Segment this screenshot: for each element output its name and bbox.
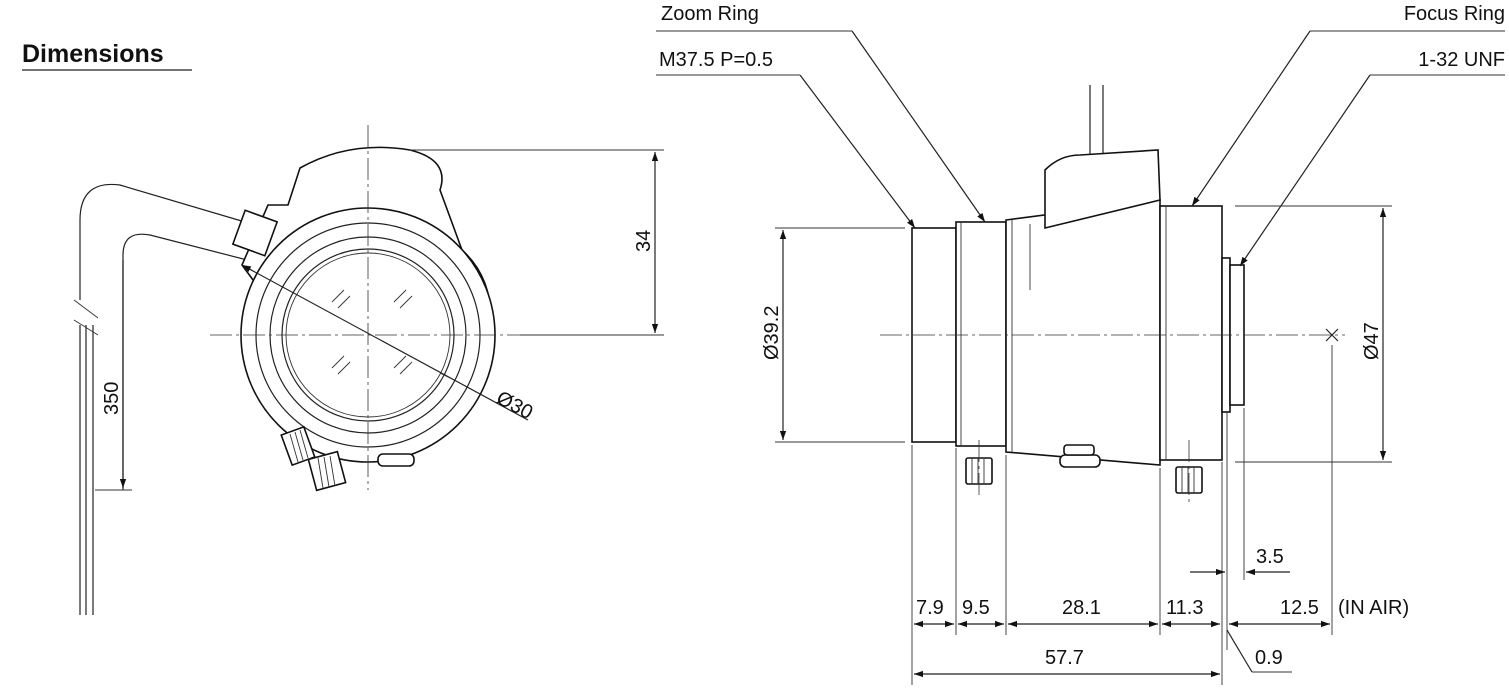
zoom-ring-label: Zoom Ring bbox=[661, 3, 759, 25]
in-air-label: (IN AIR) bbox=[1338, 597, 1409, 619]
dim-0-9-label: 0.9 bbox=[1255, 647, 1283, 669]
thread-label: M37.5 P=0.5 bbox=[659, 49, 773, 71]
cable-gland bbox=[231, 209, 279, 257]
zoom-knob bbox=[280, 425, 316, 467]
diameter-30-tick bbox=[439, 372, 453, 380]
focus-ring-label: Focus Ring bbox=[1404, 3, 1505, 25]
dim-0-9-leader bbox=[1226, 629, 1253, 673]
dim-12-5-label: 12.5 bbox=[1280, 597, 1319, 619]
dim-7-9-label: 7.9 bbox=[916, 597, 944, 619]
dim-3-5-label: 3.5 bbox=[1256, 546, 1284, 568]
focus-knob bbox=[307, 450, 347, 492]
cable-inner bbox=[122, 233, 256, 490]
side-connector bbox=[1059, 454, 1101, 468]
mount-thread-leader bbox=[1239, 74, 1371, 267]
focus-ring-leader bbox=[1191, 30, 1311, 207]
dim-11-3-label: 11.3 bbox=[1166, 597, 1203, 619]
focus-ring bbox=[1159, 205, 1223, 461]
zoom-ring-leader bbox=[851, 30, 986, 223]
cable-outer bbox=[79, 183, 246, 300]
dim-47-label: Ø47 bbox=[1361, 322, 1383, 360]
dim-39-2-label: Ø39.2 bbox=[761, 306, 783, 360]
page-title: Dimensions bbox=[22, 40, 164, 68]
zoom-ring bbox=[955, 221, 1007, 447]
thread-leader bbox=[799, 74, 916, 229]
dim-57-7-label: 57.7 bbox=[1045, 647, 1084, 669]
iris-housing bbox=[1044, 149, 1161, 230]
dim-9-5-label: 9.5 bbox=[962, 597, 990, 619]
cable-wires bbox=[79, 325, 94, 615]
mount-thread-label: 1-32 UNF bbox=[1418, 49, 1505, 71]
image-plane-marker bbox=[1325, 328, 1339, 342]
diameter-30-leader bbox=[241, 264, 529, 421]
side-cable bbox=[1089, 85, 1104, 155]
side-view: Ø39.2 Ø47 3.5 7.9 9.5 28.1 11.3 12.5 (IN… bbox=[656, 30, 1505, 685]
lens-body bbox=[1005, 199, 1161, 466]
front-view: Ø30 34 350 bbox=[73, 125, 664, 615]
dim-350-label: 350 bbox=[101, 382, 123, 415]
glass-hatch bbox=[331, 289, 413, 375]
dim-34-label: 34 bbox=[633, 230, 655, 252]
iris-connector bbox=[377, 453, 415, 467]
cable-break-mark bbox=[73, 299, 99, 336]
dim-28-1-label: 28.1 bbox=[1062, 597, 1101, 619]
diameter-30-label: Ø30 bbox=[493, 387, 537, 424]
